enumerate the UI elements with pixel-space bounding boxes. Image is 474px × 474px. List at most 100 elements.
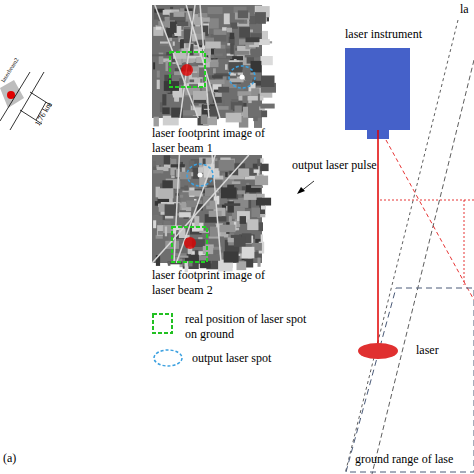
real-position-box <box>170 52 205 87</box>
laser-dot <box>181 64 193 76</box>
ground-texture <box>159 44 169 47</box>
ground-texture <box>153 220 156 228</box>
ground-texture <box>242 247 255 258</box>
ground-texture <box>227 43 230 45</box>
ground-texture <box>213 68 216 73</box>
ground-texture <box>255 176 268 186</box>
instrument-body <box>345 48 410 130</box>
ground-texture <box>260 158 263 162</box>
ground-texture <box>224 251 239 262</box>
ground-texture <box>238 168 249 177</box>
ground-texture <box>251 185 263 188</box>
ground-texture <box>245 70 251 80</box>
shape <box>345 48 410 130</box>
ground-texture <box>246 37 260 42</box>
beam-name: laserbeam2 <box>0 57 20 84</box>
ground-texture <box>261 234 263 243</box>
output-spot-circle <box>229 66 255 88</box>
footprint-image: laser footprint image of laser beam 1 <box>152 5 262 118</box>
ground-texture <box>172 34 175 37</box>
ground-texture <box>262 31 268 40</box>
ground-texture <box>230 33 235 39</box>
ground-texture <box>171 164 185 167</box>
ground-texture <box>227 185 234 189</box>
ground-texture <box>189 190 201 195</box>
ground-texture <box>252 208 261 217</box>
road <box>176 155 215 263</box>
bright-spot <box>198 173 203 178</box>
beam-line <box>380 200 474 201</box>
shape <box>340 284 474 474</box>
ground-texture <box>189 161 195 167</box>
panel-label: (a) <box>3 451 16 466</box>
ground-texture <box>261 110 267 117</box>
ground-texture <box>261 56 273 65</box>
legend-square <box>153 314 172 333</box>
node-text: laser instrument <box>345 27 422 42</box>
ground-texture <box>180 40 184 49</box>
shape <box>358 343 398 359</box>
ground-texture <box>212 75 223 78</box>
ground-texture <box>168 262 171 266</box>
ground-texture <box>183 110 196 115</box>
ground-texture <box>153 170 163 173</box>
shape <box>152 155 262 263</box>
ground-texture <box>194 216 199 227</box>
ground-texture <box>231 99 238 102</box>
ground-texture <box>230 43 234 54</box>
ground-texture <box>238 10 248 18</box>
ground-texture <box>191 172 193 176</box>
ground-texture <box>234 237 246 247</box>
ground-texture <box>215 53 223 56</box>
ground-texture <box>192 73 199 78</box>
ground-texture <box>227 28 232 33</box>
ground-texture <box>255 12 266 24</box>
ground-texture <box>247 219 258 230</box>
ground-texture <box>179 256 188 258</box>
road <box>174 155 179 263</box>
ground-texture <box>152 155 262 263</box>
laser-instrument: laser instrument <box>345 48 410 130</box>
ground-texture <box>225 64 228 70</box>
instrument-lens <box>367 130 389 139</box>
ground-texture <box>208 51 211 62</box>
ground-texture <box>214 49 226 59</box>
ground-texture <box>154 117 159 127</box>
ground-texture <box>204 104 210 110</box>
laser-beam <box>377 130 379 343</box>
legend-circle <box>154 350 182 366</box>
ground-texture <box>198 17 210 22</box>
ground-texture <box>229 216 232 222</box>
ground-texture <box>162 180 172 188</box>
ground-texture <box>224 203 240 206</box>
road <box>155 5 199 118</box>
real-position-box <box>172 227 207 262</box>
laser-ellipse <box>358 343 398 359</box>
ground-texture <box>201 115 208 125</box>
ground-texture <box>209 236 220 238</box>
ground-texture <box>226 113 242 123</box>
ground-range: ground range of laselaser <box>340 284 474 474</box>
ground-texture <box>221 187 236 198</box>
ground-texture <box>209 211 222 217</box>
ground-texture <box>254 169 260 173</box>
ground-texture <box>152 5 262 118</box>
ground-texture <box>228 201 234 212</box>
ground-texture <box>238 91 254 96</box>
ground-texture <box>232 181 241 184</box>
ground-texture <box>157 80 160 89</box>
road <box>152 155 249 263</box>
laser-spot: laser <box>358 343 398 359</box>
ground-texture <box>179 212 191 217</box>
ground-texture <box>208 7 223 14</box>
ground-texture <box>259 204 265 215</box>
ground-texture <box>220 225 236 233</box>
ground-texture <box>239 27 250 38</box>
ground-texture <box>166 61 169 71</box>
ground-texture <box>244 194 257 200</box>
ground-texture <box>261 76 275 88</box>
ground-texture <box>177 22 188 26</box>
ground-texture <box>258 258 261 267</box>
legend-text: real position of laser spot on ground <box>185 312 313 342</box>
ground-texture <box>258 94 260 105</box>
